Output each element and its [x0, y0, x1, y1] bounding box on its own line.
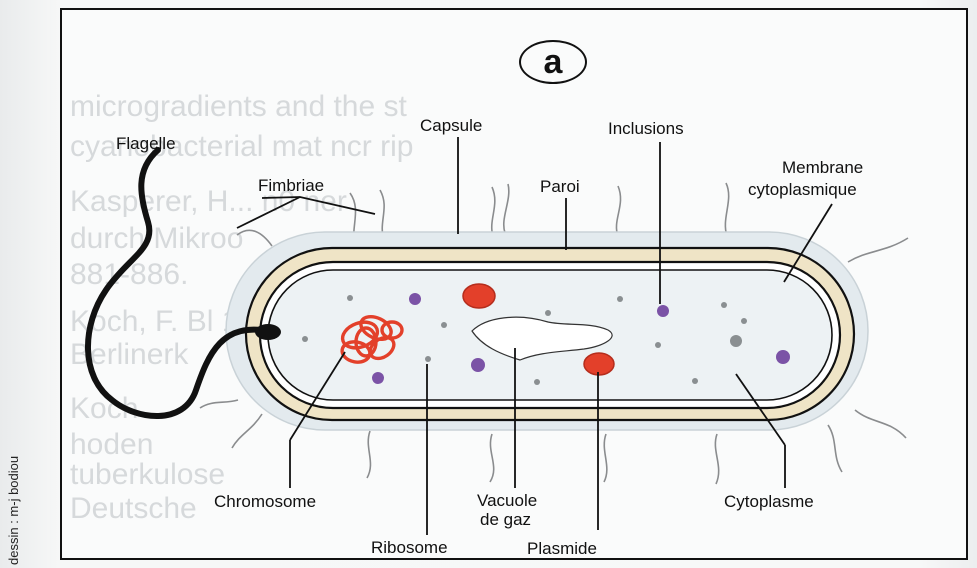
flagellum-basal-body: [255, 324, 281, 340]
label-chromosome: Chromosome: [214, 492, 316, 511]
label-vacuole-line2: de gaz: [480, 510, 531, 529]
label-flagelle: Flagelle: [116, 134, 176, 153]
label-fimbriae: Fimbriae: [258, 176, 324, 195]
plasmid: [584, 353, 614, 375]
label-cytoplasme: Cytoplasme: [724, 492, 814, 511]
plasmid: [463, 284, 495, 308]
label-inclusions: Inclusions: [608, 119, 684, 138]
panel-letter-badge: a: [519, 40, 587, 84]
label-membrane-line2: cytoplasmique: [748, 180, 857, 199]
label-paroi: Paroi: [540, 177, 580, 196]
artist-credit: dessin : m-j bodiou: [6, 456, 21, 565]
label-membrane-line1: Membrane: [782, 158, 863, 177]
label-vacuole-line1: Vacuole: [477, 491, 537, 510]
label-ribosome: Ribosome: [371, 538, 448, 557]
label-plasmide: Plasmide: [527, 539, 597, 558]
label-capsule: Capsule: [420, 116, 482, 135]
